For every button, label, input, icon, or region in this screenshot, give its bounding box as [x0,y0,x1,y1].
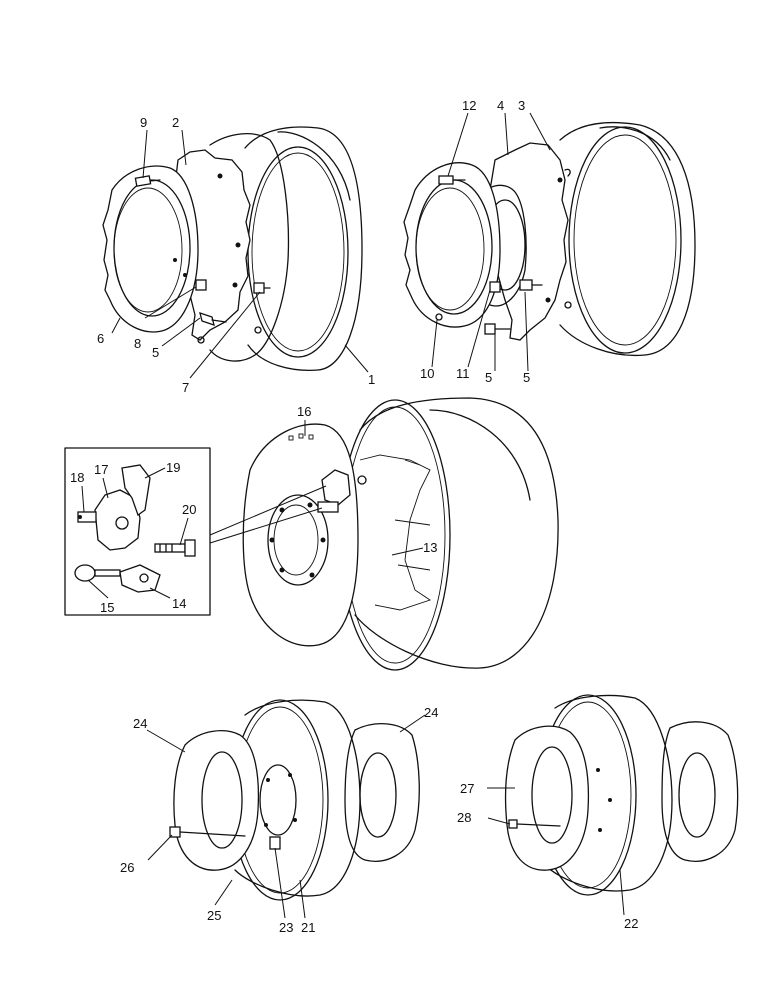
callout-18: 18 [70,470,84,485]
detail-inset-valve [64,447,211,616]
callout-19: 19 [166,460,180,475]
assembly-cast-wheel-weights-right [504,694,739,896]
callout-4: 4 [497,98,504,113]
callout-10: 10 [420,366,434,381]
callout-15: 15 [100,600,114,615]
leader-lines [81,112,625,919]
callout-8: 8 [134,336,141,351]
callout-13: 13 [423,540,437,555]
callout-9: 9 [140,115,147,130]
callout-1: 1 [368,372,375,387]
assembly-wheel-weight-left [102,126,363,371]
assembly-cast-wheel-weights-left [169,699,420,901]
callout-5: 5 [523,370,530,385]
callout-17: 17 [94,462,108,477]
callout-22: 22 [624,916,638,931]
callout-11: 11 [456,366,470,381]
callout-23: 23 [279,920,293,935]
assembly-liquid-ballast-wheel [209,397,559,671]
callout-7: 7 [182,380,189,395]
callout-27: 27 [460,781,474,796]
callout-3: 3 [518,98,525,113]
callout-2: 2 [172,115,179,130]
callout-16: 16 [297,404,311,419]
callout-21: 21 [301,920,315,935]
callout-25: 25 [207,908,221,923]
callout-26: 26 [120,860,134,875]
callout-5: 5 [485,370,492,385]
callout-24: 24 [424,705,438,720]
callout-labels: 1 2 3 4 5 5 5 6 7 8 9 10 11 12 13 14 15 … [70,98,638,935]
callout-28: 28 [457,810,471,825]
callout-24: 24 [133,716,147,731]
callout-5: 5 [152,345,159,360]
callout-6: 6 [97,331,104,346]
callout-20: 20 [182,502,196,517]
assembly-wheel-weight-right [403,121,696,357]
callout-14: 14 [172,596,186,611]
callout-12: 12 [462,98,476,113]
